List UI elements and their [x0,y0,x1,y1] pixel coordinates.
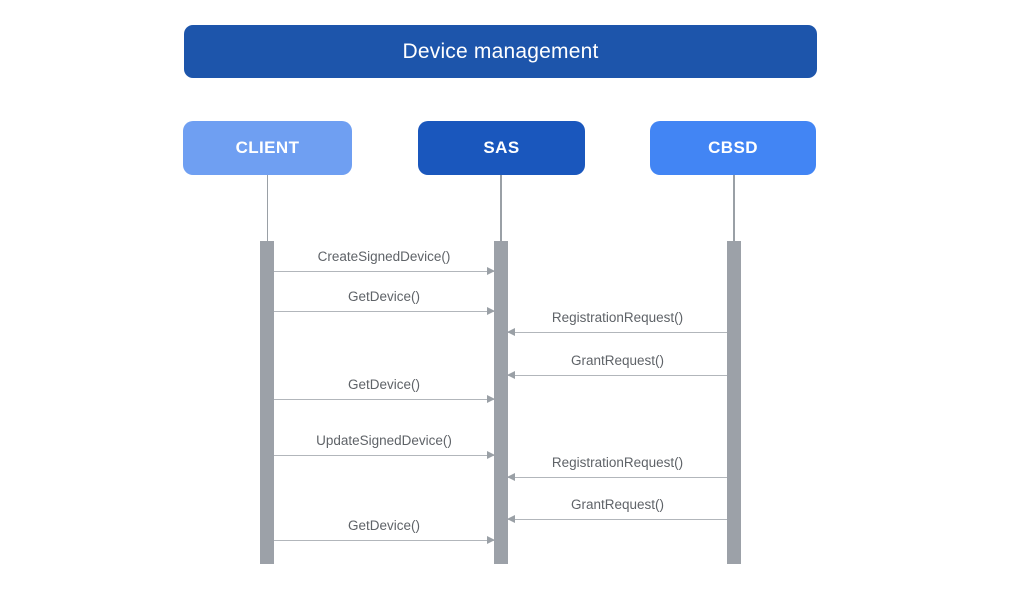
message-label: RegistrationRequest() [551,310,684,325]
actor-cbsd: CBSD [650,121,816,175]
arrow-left-icon [507,472,515,481]
message-arrow [507,327,727,336]
message-registration-request-1: RegistrationRequest() [507,310,727,336]
message-label: RegistrationRequest() [551,455,684,470]
message-arrow [274,450,495,459]
arrow-right-icon [487,450,495,459]
message-arrow [507,472,727,481]
lifeline-client [266,175,269,241]
arrow-right-icon [487,266,495,275]
message-label: GetDevice() [347,289,420,304]
arrow-right-icon [487,394,495,403]
arrow-left-icon [507,514,515,523]
lifeline-cbsd [733,175,735,241]
message-label: UpdateSignedDevice() [316,433,452,448]
message-update-signed-device: UpdateSignedDevice() [274,433,495,459]
lifeline-sas [500,175,502,241]
activation-bar-cbsd [727,241,741,564]
activation-bar-client [260,241,274,564]
message-arrow [274,306,495,315]
message-get-device-3: GetDevice() [274,518,495,544]
message-arrow [274,535,495,544]
arrow-right-icon [487,535,495,544]
message-create-signed-device: CreateSignedDevice() [274,249,495,275]
diagram-title: Device management [184,25,817,78]
arrow-left-icon [507,370,515,379]
message-label: GrantRequest() [570,353,665,368]
message-get-device-2: GetDevice() [274,377,495,403]
message-get-device-1: GetDevice() [274,289,495,315]
message-label: CreateSignedDevice() [317,249,451,264]
arrow-left-icon [507,327,515,336]
message-arrow [507,370,727,379]
arrow-right-icon [487,306,495,315]
actor-client: CLIENT [183,121,352,175]
message-label: GrantRequest() [570,497,665,512]
message-grant-request-2: GrantRequest() [507,497,727,523]
message-arrow [507,514,727,523]
actor-sas: SAS [418,121,585,175]
message-arrow [274,394,495,403]
message-arrow [274,266,495,275]
activation-bar-sas [494,241,508,564]
message-registration-request-2: RegistrationRequest() [507,455,727,481]
message-label: GetDevice() [347,518,420,533]
message-grant-request-1: GrantRequest() [507,353,727,379]
message-label: GetDevice() [347,377,420,392]
